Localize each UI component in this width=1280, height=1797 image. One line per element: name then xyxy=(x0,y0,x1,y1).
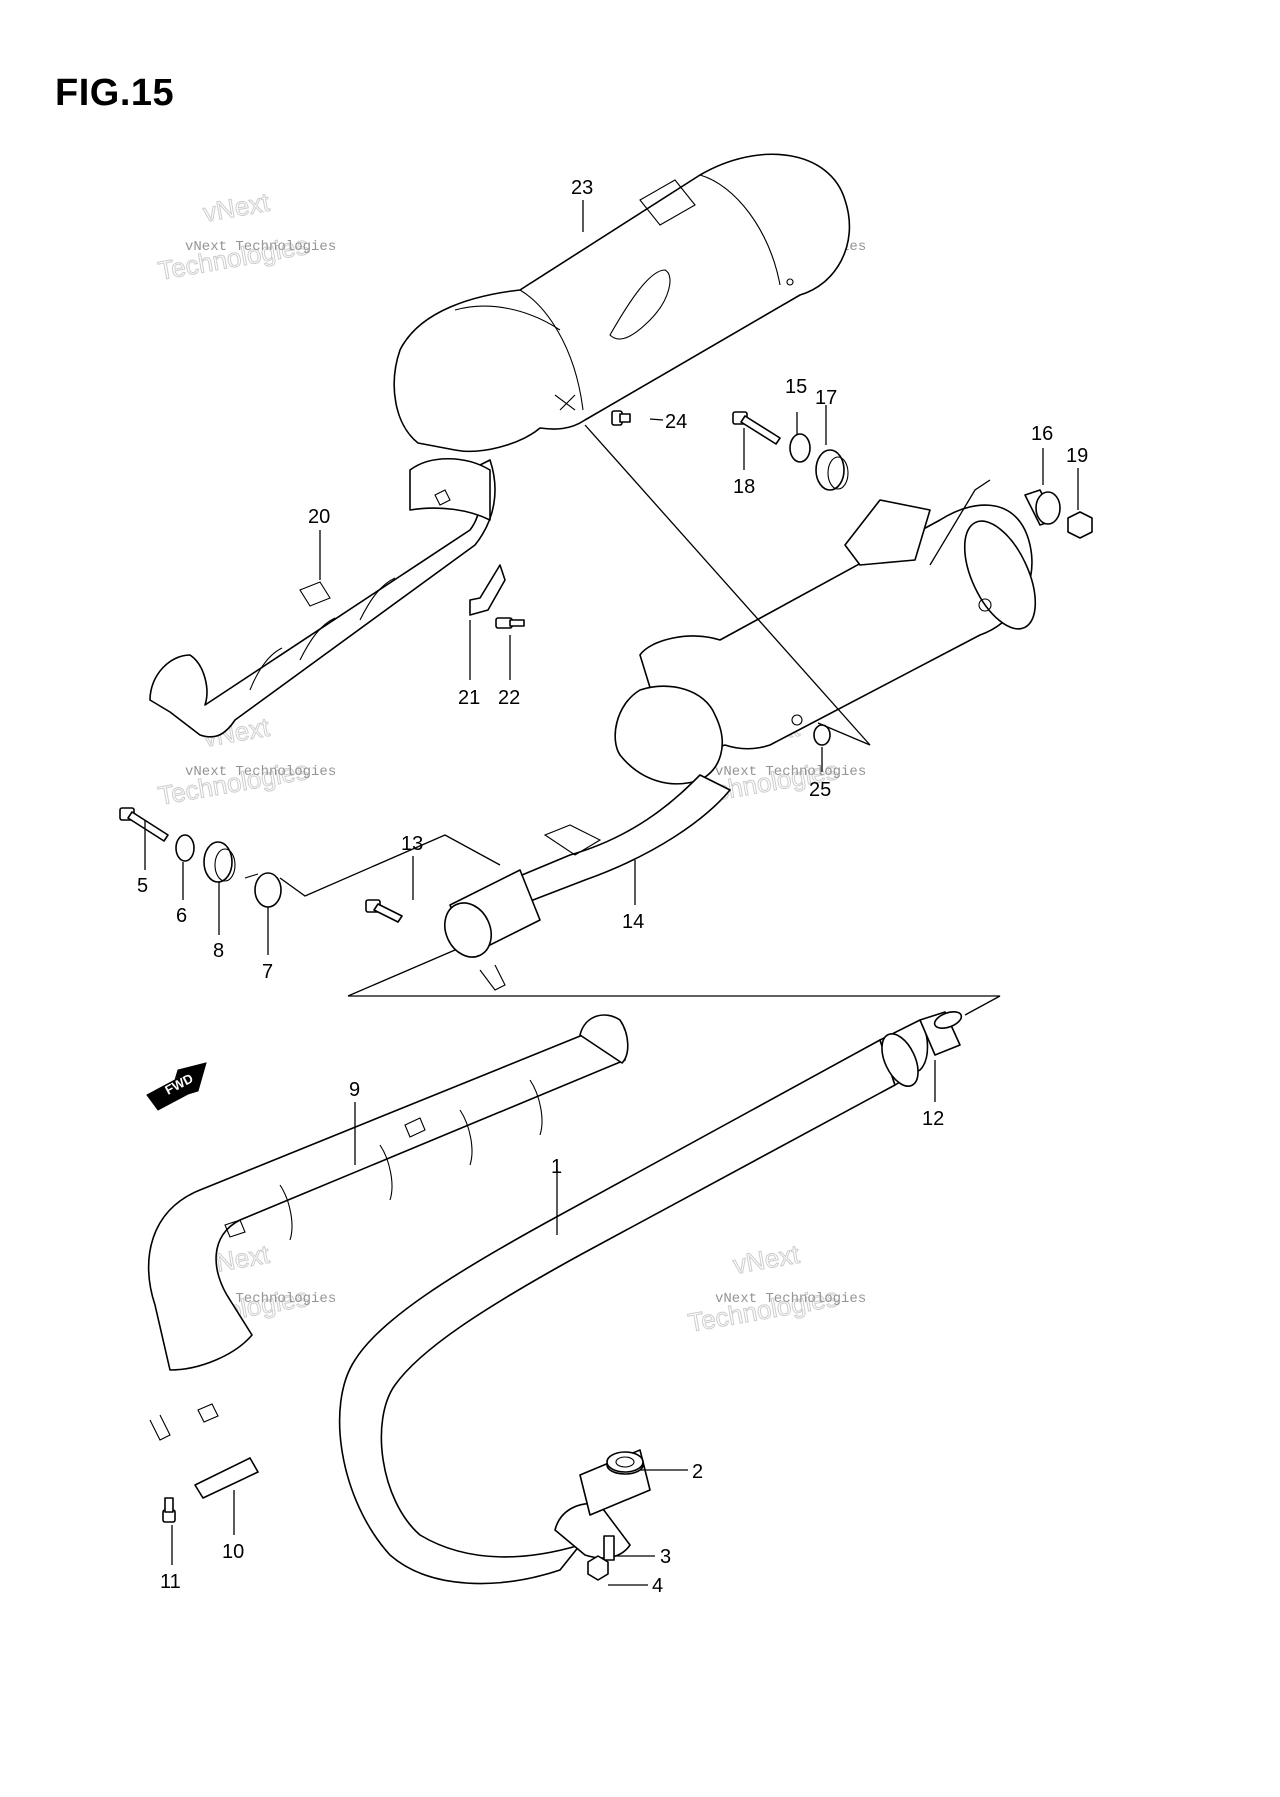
callout-21: 21 xyxy=(458,687,480,709)
callout-25: 25 xyxy=(809,779,831,801)
svg-text:vNext Technologies: vNext Technologies xyxy=(715,1291,866,1307)
part-21-clamp xyxy=(469,564,506,616)
part-20-pipe-cover xyxy=(149,457,496,738)
svg-text:vNext Technologies: vNext Technologies xyxy=(185,764,336,780)
callout-14: 14 xyxy=(622,911,644,933)
svg-text:vNext: vNext xyxy=(201,187,272,228)
part-2-gasket xyxy=(606,1451,644,1473)
callout-23: 23 xyxy=(571,177,593,199)
watermark: vNext Technologies vNext Technologies xyxy=(155,186,336,286)
callout-5: 5 xyxy=(137,875,148,897)
part-25-washer xyxy=(813,724,831,746)
part-10-clamp xyxy=(194,1457,259,1499)
callout-leaders xyxy=(144,200,1079,1586)
part-13-bolt xyxy=(365,899,403,923)
watermark: vNext Technologies vNext Technologies xyxy=(155,711,336,811)
callout-4: 4 xyxy=(652,1575,663,1597)
part-24-bolt xyxy=(611,410,631,426)
svg-text:vNext Technologies: vNext Technologies xyxy=(185,239,336,255)
part-5-bolt xyxy=(119,807,169,842)
callout-22: 22 xyxy=(498,687,520,709)
callout-15: 15 xyxy=(785,376,807,398)
callout-13: 13 xyxy=(401,833,423,855)
callout-10: 10 xyxy=(222,1541,244,1563)
callout-numbers: 1 2 3 4 5 6 8 7 9 10 11 12 13 14 15 16 1… xyxy=(137,177,1088,1597)
callout-9: 9 xyxy=(349,1079,360,1101)
callout-20: 20 xyxy=(308,506,330,528)
part-12-sleeve xyxy=(919,1011,963,1056)
part-7-collar xyxy=(244,872,282,908)
part-22-bolt xyxy=(495,617,525,629)
part-17-grommet xyxy=(815,449,849,491)
watermark: vNext Technologies vNext Technologies xyxy=(685,1238,866,1338)
part-14-muffler xyxy=(444,499,1037,991)
part-16-collar xyxy=(1024,489,1061,526)
callout-8: 8 xyxy=(213,940,224,962)
part-3-stud xyxy=(603,1535,615,1561)
assembly-lines xyxy=(279,424,1001,1016)
svg-text:vNext Technologies: vNext Technologies xyxy=(715,764,866,780)
part-11-bolt xyxy=(162,1497,176,1523)
callout-3: 3 xyxy=(660,1546,671,1568)
svg-text:vNext: vNext xyxy=(731,1239,802,1280)
part-18-bolt xyxy=(732,411,781,445)
callout-1: 1 xyxy=(551,1156,562,1178)
callout-12: 12 xyxy=(922,1108,944,1130)
callout-18: 18 xyxy=(733,476,755,498)
part-23-muffler-cover xyxy=(393,153,851,453)
part-6-washer xyxy=(175,834,195,862)
callout-17: 17 xyxy=(815,387,837,409)
callout-7: 7 xyxy=(262,961,273,983)
part-4-nut xyxy=(587,1555,609,1581)
part-9-pipe-cover xyxy=(147,1014,629,1441)
callout-2: 2 xyxy=(692,1461,703,1483)
fwd-arrow-icon: FWD xyxy=(146,1062,207,1111)
callout-16: 16 xyxy=(1031,423,1053,445)
part-19-nut xyxy=(1067,511,1093,539)
figure-title: FIG.15 xyxy=(55,72,175,114)
callout-11: 11 xyxy=(160,1571,181,1593)
part-15-washer xyxy=(789,433,811,463)
callout-24: 24 xyxy=(665,411,687,433)
callout-19: 19 xyxy=(1066,445,1088,467)
callout-6: 6 xyxy=(176,905,187,927)
part-8-grommet xyxy=(203,841,236,883)
